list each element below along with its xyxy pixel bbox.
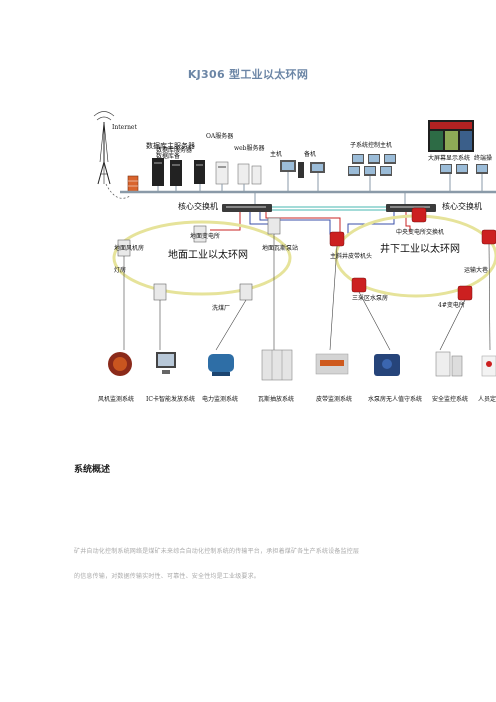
underground-ring-label: 井下工业以太环网 [380, 242, 460, 255]
safety-monitor-cabinet-icon [435, 351, 463, 377]
ground-node-n2: 地面变电所 [190, 232, 220, 240]
water-pump-icon [374, 354, 400, 376]
server-label-s6: 主机 [270, 150, 282, 158]
network-topology-diagram: Internet 数据库主服务器 数据库服务器 数据库备 OA服务器 web服务… [93, 111, 496, 403]
gas-extraction-cabinet-icon [261, 349, 293, 381]
database-main-server-icon [152, 158, 164, 186]
server-label-s7: 备机 [304, 150, 316, 158]
big-screen-label: 大屏幕显示系统 [428, 154, 470, 162]
system-y5: 皮带监测系统 [316, 395, 352, 403]
core-switch-left-label: 核心交换机 [178, 201, 218, 211]
oa-server-icon [215, 161, 229, 185]
underground-node-u4: 4#变电所 [438, 301, 465, 309]
server-label-s1: 数据库主服务器 [146, 141, 195, 150]
core-switch-right-label: 核心交换机 [442, 201, 482, 211]
underground-node-u1: 主斜井皮带机头 [330, 252, 372, 260]
big-screen-display-icon [428, 120, 474, 152]
fan-monitor-icon [108, 352, 132, 376]
overview-paragraph-line-1: 矿井自动化控制系统网络是煤矿未来综合自动化控制系统的传输平台，承担着煤矿各生产系… [74, 548, 360, 555]
ground-ring [112, 220, 292, 296]
overview-paragraph-line-2: 的信息传输，对数据传输实时性、可靠性、安全性均是工业级要求。 [74, 573, 261, 580]
terminal-computers [440, 164, 488, 174]
server-label-s5: web服务器 [234, 144, 265, 152]
server-label-s4: OA服务器 [206, 132, 233, 140]
subsystem-host-computers [348, 154, 396, 176]
core-switch-right-icon [386, 204, 436, 212]
underground-node-switches [329, 207, 496, 301]
underground-node-u2: 中央变电所交换机 [396, 228, 444, 236]
belt-conveyor-icon [315, 353, 349, 375]
server-label-s3: 数据库备 [156, 152, 180, 160]
system-y8: 人员定 [478, 395, 496, 403]
ground-node-n3: 地面瓦斯泵站 [262, 244, 298, 252]
system-y4: 瓦斯抽放系统 [258, 395, 294, 403]
host-computer-icon [280, 160, 304, 178]
power-motor-icon [208, 354, 234, 376]
system-y3: 电力监测系统 [202, 395, 238, 403]
server-label-s2: 数据库服务器 [156, 146, 192, 154]
server-row: 数据库主服务器 [146, 141, 325, 186]
core-switch-left-icon [222, 204, 272, 212]
subsystem-host-label: 子系统控制主机 [350, 141, 392, 149]
system-y2: IC卡智能发放系统 [146, 395, 195, 403]
personnel-locator-icon [481, 355, 496, 377]
web-server-icon [237, 163, 262, 185]
ground-node-n1: 地面风机房 [114, 244, 144, 252]
system-y1: 风机监测系统 [98, 395, 134, 403]
terminal-label: 终端操 [474, 154, 492, 162]
system-y7: 安全监控系统 [432, 395, 468, 403]
ground-node-n4: 灯房 [114, 266, 126, 274]
firewall-icon [127, 175, 139, 193]
ground-node-cabinets [117, 217, 281, 301]
underground-node-u3: 三采区水泵房 [352, 294, 388, 302]
database-server-icon [170, 160, 182, 186]
internet-label: Internet [112, 124, 137, 131]
ic-card-computer-icon [156, 352, 176, 374]
backup-computer-icon [310, 162, 325, 173]
ground-ring-label: 地面工业以太环网 [168, 248, 248, 261]
database-backup-server-icon [194, 160, 205, 184]
system-y6: 水泵房无人值守系统 [368, 395, 422, 403]
page-title: KJ306 型工业以太环网 [187, 68, 309, 81]
radio-tower-icon [93, 111, 115, 185]
underground-node-u5: 运输大巷 [464, 266, 488, 274]
section-heading: 系统概述 [74, 465, 111, 475]
ground-node-n5: 洗煤厂 [212, 304, 230, 312]
